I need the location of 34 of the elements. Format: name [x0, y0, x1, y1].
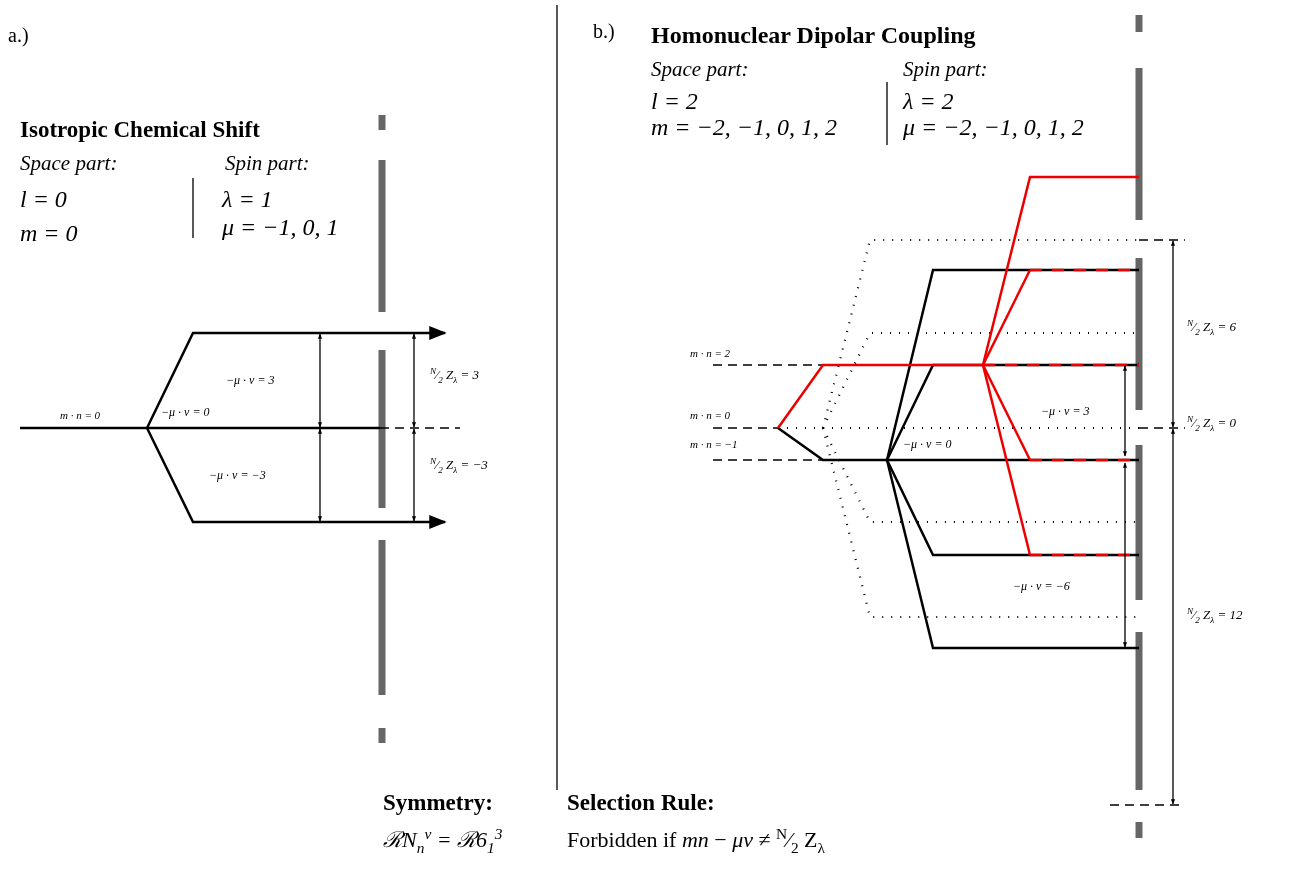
math-text: μ = −1, 0, 1 [222, 214, 339, 241]
math-text: m = 0 [20, 220, 78, 247]
value-label: −μ · ν = −6 [1013, 580, 1070, 594]
subheading: Spin part: [903, 58, 988, 82]
subheading: Spin part: [225, 152, 310, 176]
value-label: $^{N}$⁄$_{2}$ Z$_{λ}$ = 0 [1187, 414, 1236, 433]
value-label: $^{N}$⁄$_{2}$ Z$_{λ}$ = 6 [1187, 318, 1236, 337]
math-text: λ = 2 [903, 88, 954, 115]
subheading: Space part: [20, 152, 118, 176]
math-text: l = 0 [20, 186, 67, 213]
value-label: $^{N}$⁄$_{2}$ Z$_{λ}$ = 3 [430, 366, 479, 385]
value-label: −μ · ν = 0 [903, 438, 952, 452]
value-label: $^{N}$⁄$_{2}$ Z$_{λ}$ = 12 [1187, 606, 1243, 625]
math-text: λ = 1 [222, 186, 273, 213]
value-label: m · n = 0 [690, 409, 731, 422]
value-label: m · n = 2 [690, 347, 731, 360]
math-text: l = 2 [651, 88, 698, 115]
panel-label: b.) [593, 20, 615, 42]
value-label: $^{N}$⁄$_{2}$ Z$_{λ}$ = −3 [430, 456, 488, 475]
value-label: −μ · ν = 3 [226, 374, 275, 388]
panel-label: a.) [8, 24, 29, 46]
subheading: Space part: [651, 58, 749, 82]
heading: Homonuclear Dipolar Coupling [651, 22, 976, 49]
value-label: m · n = 0 [60, 409, 101, 422]
math-text: μ = −2, −1, 0, 1, 2 [903, 114, 1084, 141]
rule-text: Forbidden if mn − μν ≠ $^{N}$⁄$_{2}$ Z$_{λ}$ [567, 826, 826, 857]
math-text: m = −2, −1, 0, 1, 2 [651, 114, 837, 141]
heading: Isotropic Chemical Shift [20, 117, 260, 143]
value-label: m · n = −1 [690, 438, 738, 451]
value-label: −μ · ν = 0 [161, 406, 210, 420]
value-label: −μ · ν = −3 [209, 469, 266, 483]
heading: Selection Rule: [567, 790, 715, 816]
heading: Symmetry: [383, 790, 493, 816]
value-label: −μ · ν = 3 [1041, 405, 1090, 419]
